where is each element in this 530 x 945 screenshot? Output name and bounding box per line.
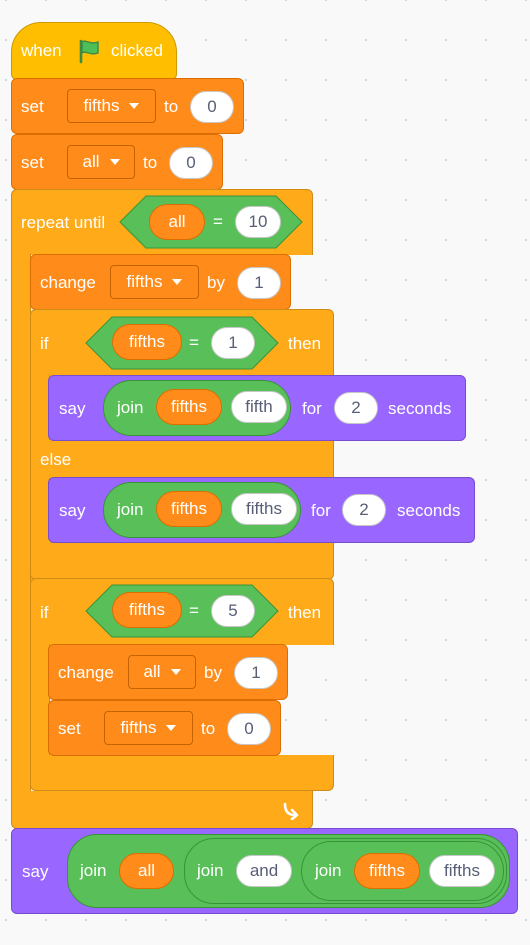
- when-label: when: [21, 41, 62, 60]
- set-fifths-block[interactable]: set fifths to 0: [11, 78, 244, 134]
- variable-dropdown-fifths[interactable]: fifths: [110, 265, 199, 299]
- set-fifths-block[interactable]: set fifths to 0: [48, 700, 281, 756]
- set-label: set: [21, 153, 44, 172]
- variable-dropdown-all[interactable]: all: [128, 655, 196, 689]
- when-flag-clicked-block[interactable]: when clicked: [11, 22, 177, 80]
- equals-operator: =: [189, 333, 199, 352]
- variable-dropdown-fifths[interactable]: fifths: [104, 711, 193, 745]
- seconds-label: seconds: [388, 399, 452, 418]
- then-label: then: [288, 603, 322, 622]
- green-flag-icon: [76, 38, 102, 69]
- variable-name: all: [143, 662, 161, 681]
- dropdown-arrow-icon: [129, 103, 140, 109]
- text-input[interactable]: fifth: [231, 391, 287, 423]
- join-label: join: [315, 861, 342, 880]
- change-fifths-block[interactable]: change fifths by 1: [30, 254, 291, 310]
- value-input[interactable]: 1: [211, 327, 255, 359]
- text-input[interactable]: fifths: [429, 855, 495, 887]
- to-label: to: [164, 97, 179, 116]
- dropdown-arrow-icon: [172, 279, 183, 285]
- set-all-block[interactable]: set all to 0: [11, 134, 223, 190]
- say-label: say: [59, 501, 86, 520]
- join-label: join: [117, 500, 144, 519]
- join-label: join: [80, 861, 107, 880]
- say-label: say: [22, 862, 49, 881]
- then-label: then: [288, 334, 322, 353]
- to-label: to: [143, 153, 158, 172]
- value-input[interactable]: 0: [169, 147, 213, 179]
- reporter-fifths[interactable]: fifths: [354, 853, 420, 889]
- to-label: to: [201, 719, 216, 738]
- if-label: if: [40, 603, 49, 622]
- if-label: if: [40, 334, 49, 353]
- join-label: join: [117, 398, 144, 417]
- by-label: by: [207, 273, 225, 292]
- repeat-until-arm: [11, 254, 31, 792]
- repeat-until-footer[interactable]: [11, 791, 313, 829]
- dropdown-arrow-icon: [166, 725, 177, 731]
- dropdown-arrow-icon: [170, 669, 181, 675]
- text-input[interactable]: fifths: [231, 493, 297, 525]
- change-all-block[interactable]: change all by 1: [48, 644, 288, 700]
- loop-arrow-icon: [281, 800, 301, 825]
- set-label: set: [58, 719, 81, 738]
- seconds-input[interactable]: 2: [342, 494, 386, 526]
- reporter-fifths[interactable]: fifths: [112, 592, 182, 628]
- variable-dropdown-all[interactable]: all: [67, 145, 135, 179]
- change-label: change: [58, 663, 114, 682]
- for-label: for: [302, 399, 322, 418]
- equals-operator: =: [189, 601, 199, 620]
- seconds-label: seconds: [397, 501, 461, 520]
- variable-dropdown-fifths[interactable]: fifths: [67, 89, 156, 123]
- variable-name: all: [82, 152, 100, 171]
- reporter-fifths[interactable]: fifths: [156, 389, 222, 425]
- reporter-all[interactable]: all: [119, 853, 174, 889]
- repeat-until-label: repeat until: [21, 213, 106, 232]
- dropdown-arrow-icon: [109, 159, 120, 165]
- clicked-label: clicked: [111, 41, 163, 60]
- reporter-fifths[interactable]: fifths: [156, 491, 222, 527]
- value-input[interactable]: 10: [235, 206, 281, 238]
- by-label: by: [204, 663, 222, 682]
- seconds-input[interactable]: 2: [334, 392, 378, 424]
- else-section[interactable]: else: [30, 440, 334, 478]
- set-label: set: [21, 97, 44, 116]
- equals-operator: =: [213, 212, 223, 231]
- say-label: say: [59, 399, 86, 418]
- reporter-fifths[interactable]: fifths: [112, 324, 182, 360]
- value-input[interactable]: 1: [237, 267, 281, 299]
- if-arm: [30, 644, 50, 756]
- variable-name: fifths: [120, 718, 157, 737]
- for-label: for: [311, 501, 331, 520]
- reporter-all[interactable]: all: [149, 204, 205, 240]
- variable-name: fifths: [83, 96, 120, 115]
- text-input[interactable]: and: [236, 855, 292, 887]
- value-input[interactable]: 0: [190, 91, 234, 123]
- else-label: else: [40, 450, 72, 469]
- if-footer: [30, 755, 334, 791]
- value-input[interactable]: 1: [234, 657, 278, 689]
- variable-name: fifths: [126, 272, 163, 291]
- change-label: change: [40, 273, 96, 292]
- value-input[interactable]: 5: [211, 595, 255, 627]
- join-label: join: [197, 861, 224, 880]
- if-else-footer: [30, 540, 334, 580]
- value-input[interactable]: 0: [227, 713, 271, 745]
